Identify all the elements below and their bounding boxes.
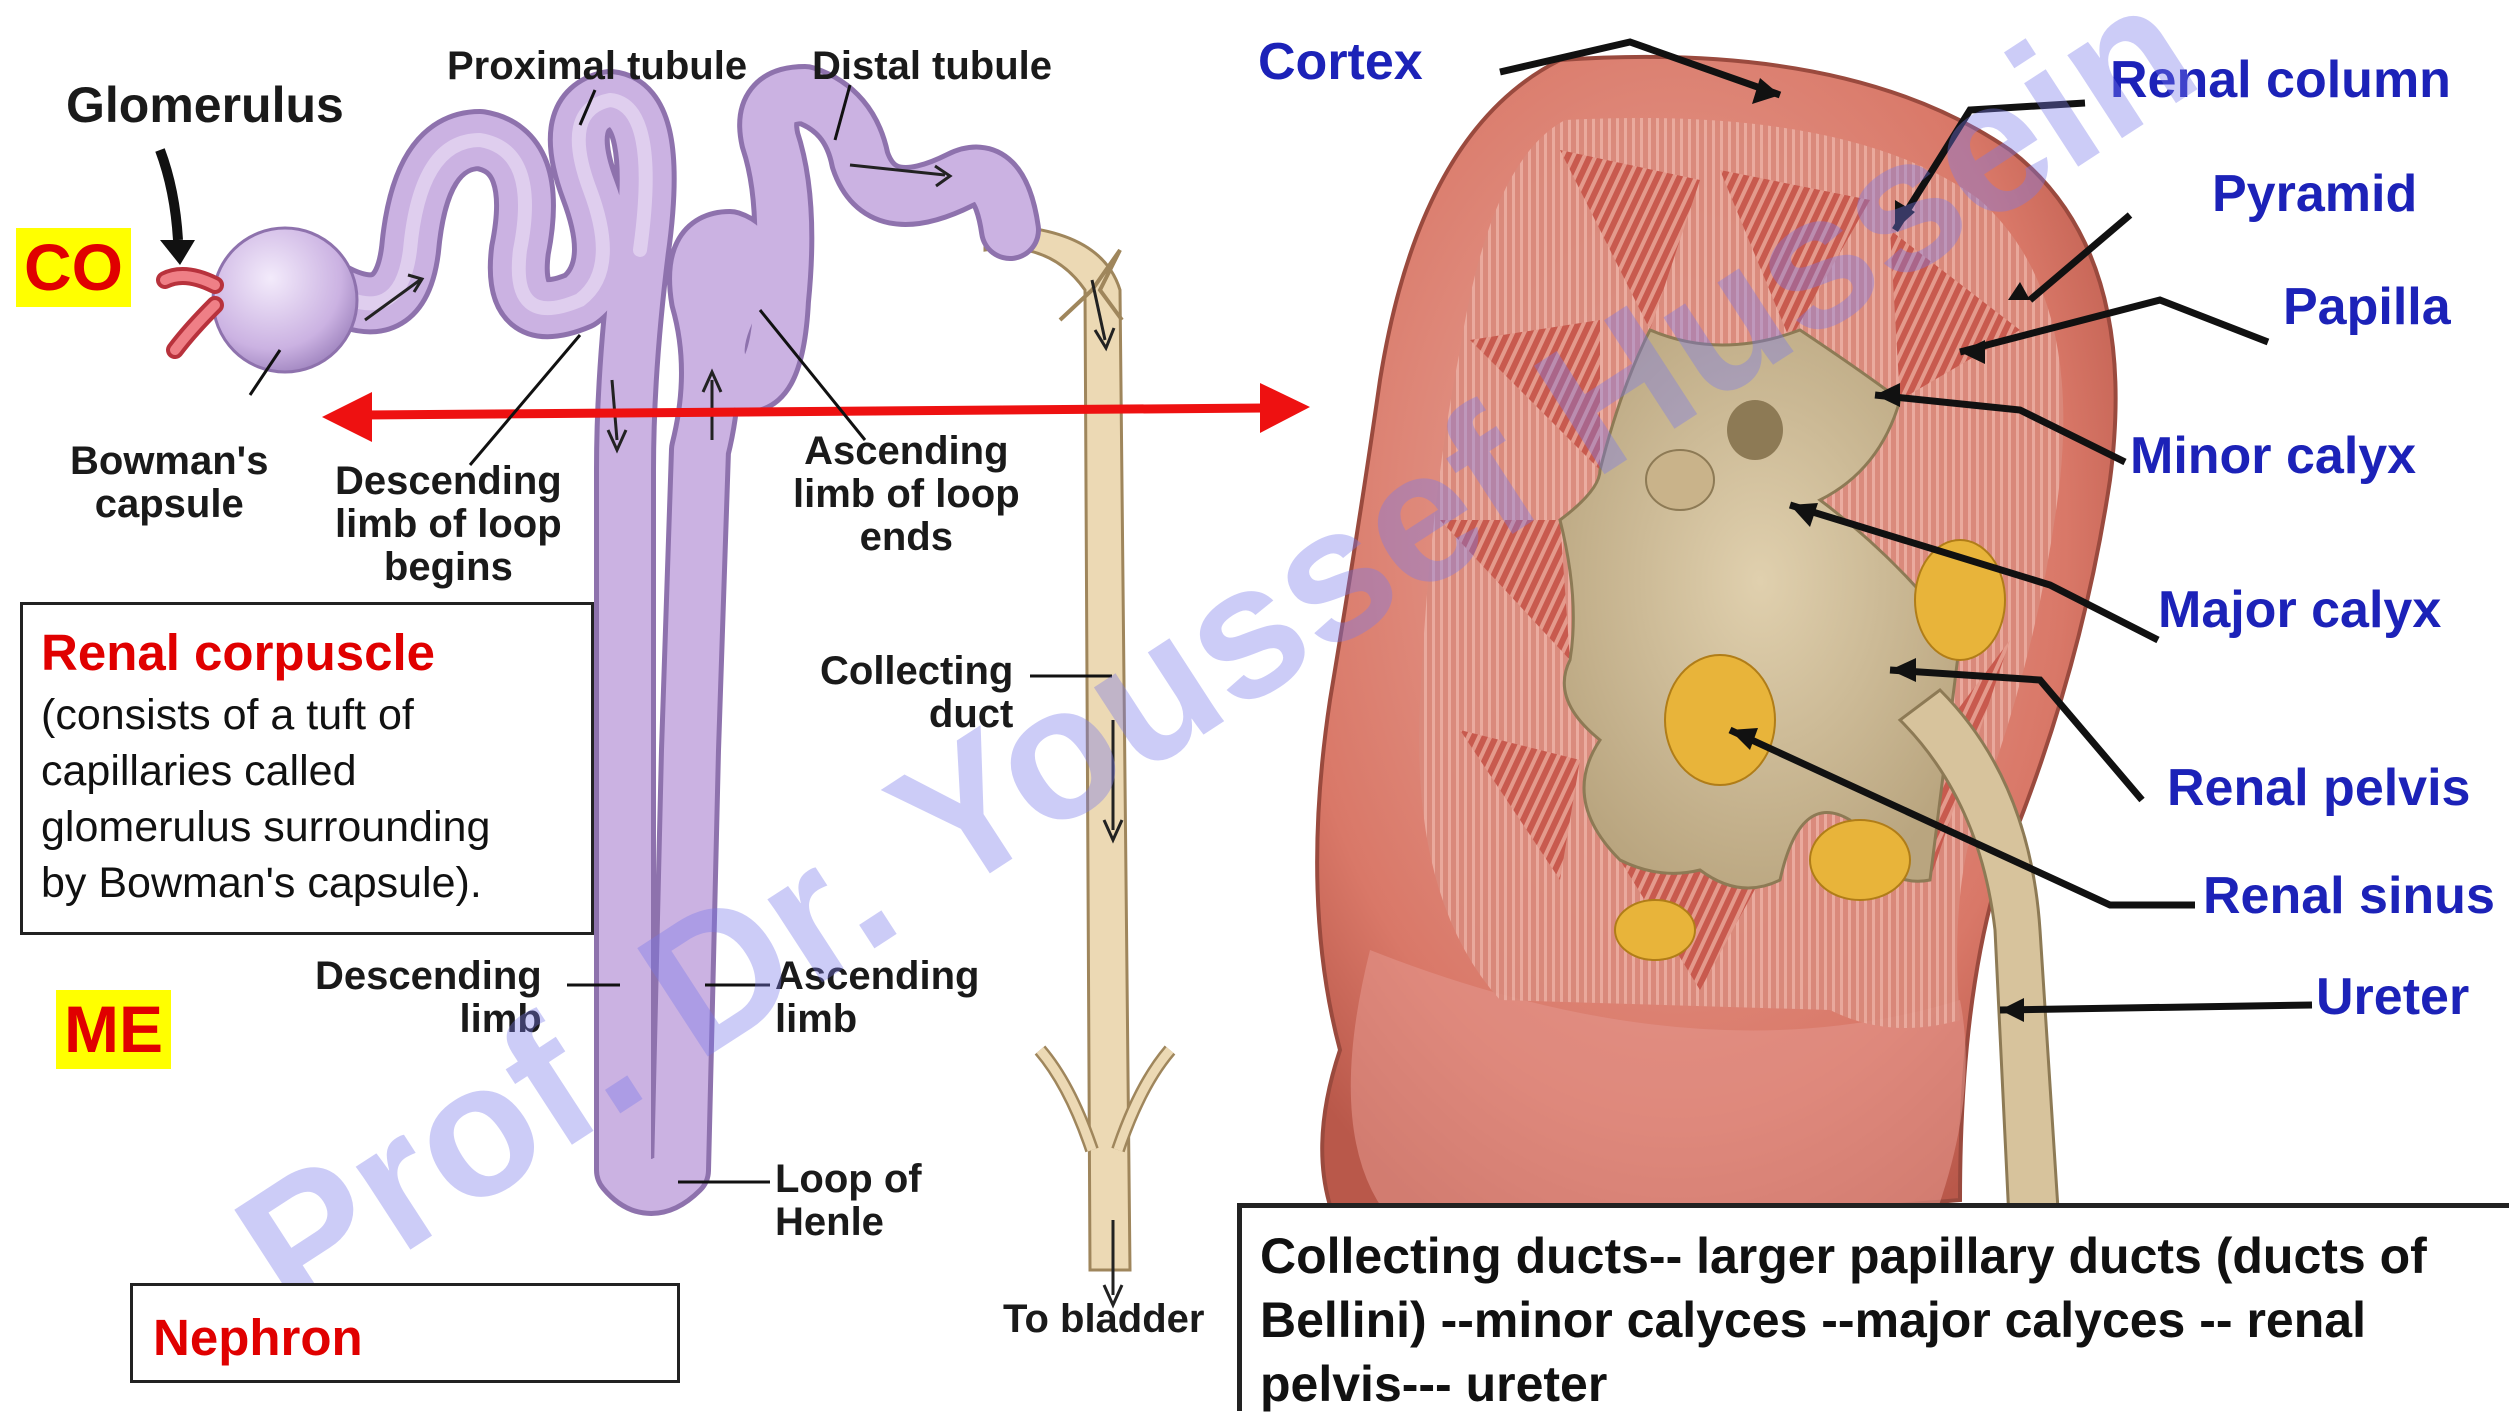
drainage-line3: pelvis--- ureter [1260, 1352, 2491, 1416]
label-bowmans-capsule-line2: capsule [70, 483, 268, 526]
label-collecting-duct: Collecting duct [820, 650, 1013, 736]
label-asc-loop-line3: ends [793, 516, 1020, 559]
label-loop-henle-line2: Henle [775, 1201, 922, 1244]
label-descending-limb: Descending limb [315, 955, 542, 1041]
bowmans-capsule-shape [213, 228, 357, 372]
label-asc-loop-line1: Ascending [793, 430, 1020, 473]
renal-corpuscle-line4: by Bowman's capsule). [41, 856, 573, 912]
label-proximal-tubule: Proximal tubule [447, 45, 747, 88]
renal-corpuscle-title: Renal corpuscle [41, 623, 573, 682]
label-bowmans-capsule: Bowman's capsule [70, 440, 268, 526]
label-renal-column: Renal column [2110, 52, 2451, 108]
label-ascending-limb-line1: Ascending [775, 955, 979, 998]
label-papilla: Papilla [2283, 279, 2451, 335]
label-distal-tubule: Distal tubule [812, 45, 1052, 88]
renal-corpuscle-line1: (consists of a tuft of [41, 688, 573, 744]
glomerulus-pointer [160, 150, 195, 265]
label-loop-henle-line1: Loop of [775, 1158, 922, 1201]
label-descending-limb-of-loop-begins: Descending limb of loop begins [335, 460, 562, 590]
nephron-title: Nephron [153, 1308, 657, 1367]
label-ascending-limb-of-loop-ends: Ascending limb of loop ends [793, 430, 1020, 560]
label-pyramid: Pyramid [2212, 166, 2417, 222]
label-descending-limb-line1: Descending [315, 955, 542, 998]
label-ascending-limb-line2: limb [775, 998, 979, 1041]
kidney-illustration [1317, 57, 2115, 1250]
label-ureter: Ureter [2316, 969, 2469, 1025]
label-to-bladder: To bladder [1003, 1298, 1204, 1341]
label-collecting-duct-line1: Collecting [820, 650, 1013, 693]
nephron-box: Nephron [130, 1283, 680, 1383]
label-asc-loop-line2: limb of loop [793, 473, 1020, 516]
drainage-line2: Bellini) --minor calyces --major calyces… [1260, 1288, 2491, 1352]
label-minor-calyx: Minor calyx [2130, 428, 2416, 484]
label-ascending-limb: Ascending limb [775, 955, 979, 1041]
label-renal-sinus: Renal sinus [2203, 868, 2495, 924]
tag-medulla: ME [56, 990, 171, 1069]
glomerulus-shape [165, 276, 215, 350]
renal-corpuscle-line2: capillaries called [41, 744, 573, 800]
renal-corpuscle-line3: glomerulus surrounding [41, 800, 573, 856]
label-desc-loop-line2: limb of loop [335, 503, 562, 546]
label-desc-loop-line1: Descending [335, 460, 562, 503]
label-renal-pelvis: Renal pelvis [2167, 760, 2470, 816]
drainage-box: Collecting ducts-- larger papillary duct… [1237, 1203, 2509, 1411]
drainage-line1: Collecting ducts-- larger papillary duct… [1260, 1224, 2491, 1288]
renal-corpuscle-box: Renal corpuscle (consists of a tuft of c… [20, 602, 594, 935]
tag-cortex: CO [16, 228, 131, 307]
label-bowmans-capsule-line1: Bowman's [70, 440, 268, 483]
label-desc-loop-line3: begins [335, 546, 562, 589]
label-glomerulus: Glomerulus [66, 78, 344, 132]
label-major-calyx: Major calyx [2158, 582, 2441, 638]
label-descending-limb-line2: limb [315, 998, 542, 1041]
label-loop-of-henle: Loop of Henle [775, 1158, 922, 1244]
label-cortex: Cortex [1258, 34, 1423, 90]
label-collecting-duct-line2: duct [820, 693, 1013, 736]
collecting-duct-shape [985, 225, 1170, 1270]
